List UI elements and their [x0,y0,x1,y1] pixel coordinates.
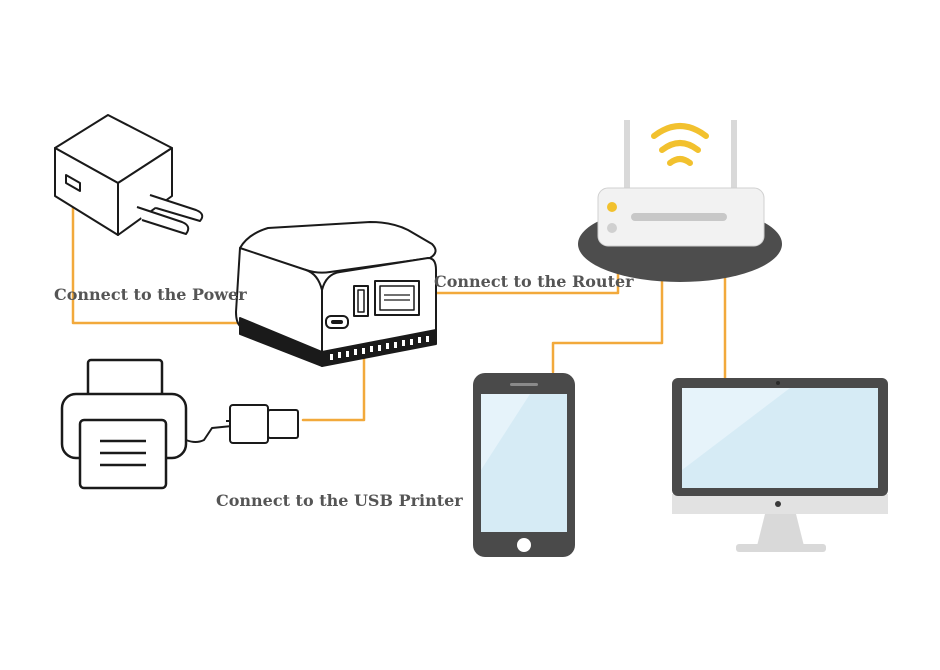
print-server-icon [235,221,437,367]
usb-plug-icon [185,404,299,444]
label-connect-router: Connect to the Router [434,272,634,291]
wifi-signal-icon [651,123,709,166]
router-icon [578,120,782,282]
printer-icon [60,358,188,490]
power-adapter-icon [54,114,204,236]
smartphone-icon [473,373,575,557]
cable-phone [551,248,664,374]
label-connect-usb-printer: Connect to the USB Printer [216,491,463,510]
desktop-monitor-icon [672,378,888,552]
label-connect-power: Connect to the Power [54,285,247,304]
